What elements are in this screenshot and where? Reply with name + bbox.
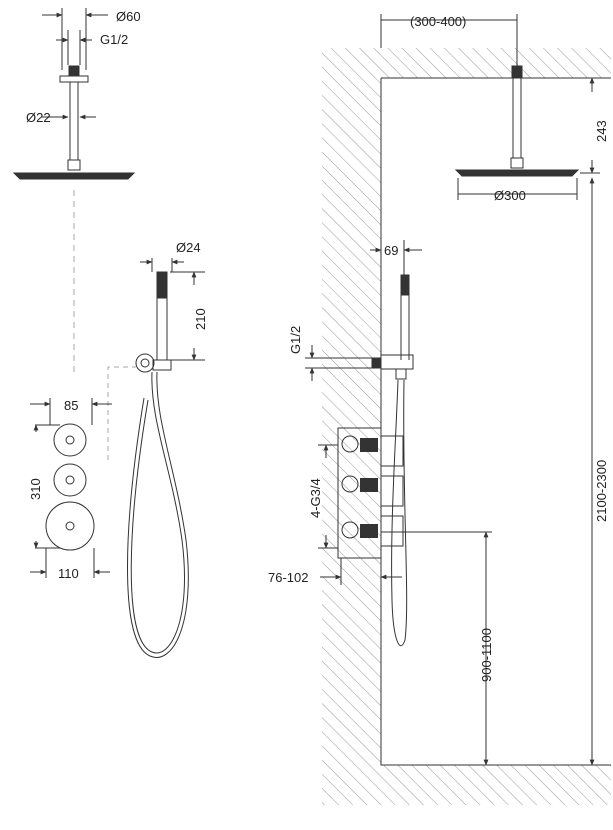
inlet-2 xyxy=(341,475,359,493)
arm-connector xyxy=(67,159,81,171)
valve-knob-2-center xyxy=(65,475,75,485)
arm-connector-side xyxy=(510,157,524,169)
inlet-1 xyxy=(341,435,359,453)
valve-knob-2 xyxy=(53,463,87,497)
shower-holder xyxy=(152,359,172,371)
hose-connector-side xyxy=(395,368,407,380)
hand-shower-head xyxy=(156,271,168,299)
label-d24: Ø24 xyxy=(176,240,201,255)
valve-trim-2 xyxy=(380,475,404,507)
overhead-shower-head-side xyxy=(454,169,580,177)
label-h210: 210 xyxy=(193,308,208,330)
wall-hatch xyxy=(322,48,611,805)
label-h310: 310 xyxy=(28,478,43,500)
label-g12-top: G1/2 xyxy=(100,32,128,47)
label-span300-400: (300-400) xyxy=(410,14,466,29)
shower-hose xyxy=(130,371,185,654)
valve-trim-1 xyxy=(380,435,404,467)
label-w110: 110 xyxy=(58,566,79,581)
dimension-labels: Ø60 G1/2 Ø22 Ø24 210 85 310 110 (300-400… xyxy=(26,9,609,682)
hose-side xyxy=(391,379,408,647)
side-view xyxy=(305,14,611,805)
valve-knob-1-center xyxy=(65,435,75,445)
label-w69: 69 xyxy=(384,243,398,258)
dashed-connector xyxy=(107,366,136,460)
label-g12-side: G1/2 xyxy=(288,326,303,354)
label-d60: Ø60 xyxy=(116,9,141,24)
hand-shower-head-side xyxy=(400,274,410,296)
thermostat-knob-center xyxy=(65,521,75,531)
label-d300: Ø300 xyxy=(494,188,526,203)
valve-knob-1 xyxy=(53,423,87,457)
label-d76-102: 76-102 xyxy=(268,570,308,585)
wall-outlet-side xyxy=(371,357,382,369)
overhead-shower-head xyxy=(12,172,136,180)
label-h2100-2300: 2100-2300 xyxy=(594,460,609,522)
label-d22: Ø22 xyxy=(26,110,51,125)
ceiling-flange-side xyxy=(511,65,523,79)
label-h243: 243 xyxy=(594,120,609,142)
wall-outlet xyxy=(135,353,155,373)
inlet-3 xyxy=(341,521,359,539)
wall-outlet-inner xyxy=(140,358,150,368)
ceiling-plate xyxy=(59,75,89,83)
label-g34: 4-G3/4 xyxy=(308,478,323,518)
shower-hose-outer xyxy=(127,371,189,658)
front-view xyxy=(12,8,205,658)
valve-trim-3 xyxy=(380,515,404,547)
ceiling-flange xyxy=(68,65,80,77)
label-h900-1100: 900-1100 xyxy=(479,628,494,682)
thermostat-knob xyxy=(45,501,95,551)
holder-side xyxy=(380,354,414,370)
label-w85: 85 xyxy=(64,398,78,413)
